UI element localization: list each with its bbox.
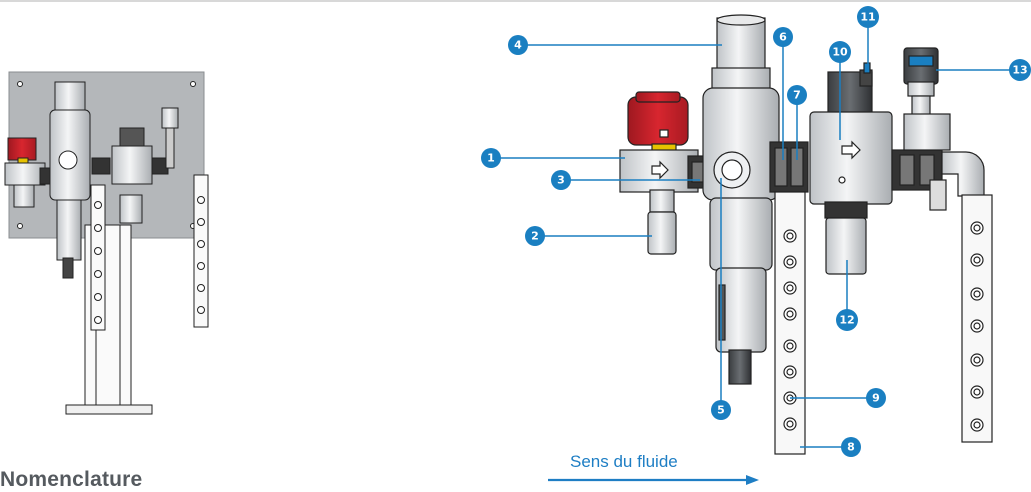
distributor-bar-main	[774, 191, 806, 455]
svg-text:10: 10	[832, 46, 848, 59]
silencer-body	[647, 211, 677, 255]
svg-text:2: 2	[531, 230, 539, 243]
callout-2: 2	[525, 226, 545, 246]
svg-text:6: 6	[779, 31, 787, 44]
mounting-panel	[8, 71, 205, 239]
distributor-bar	[90, 184, 106, 331]
support-base	[65, 404, 153, 415]
filter-cap	[716, 17, 766, 73]
top-rule	[0, 0, 1031, 2]
red-valve-cap	[627, 96, 689, 146]
svg-text:12: 12	[839, 314, 854, 327]
flow-direction-label: Sens du fluide	[570, 452, 678, 471]
solenoid-valve-body	[809, 111, 893, 205]
svg-text:3: 3	[557, 174, 565, 187]
svg-text:7: 7	[793, 89, 801, 102]
callout-13: 13	[1009, 59, 1031, 81]
callout-11: 11	[857, 6, 879, 28]
silencer-right	[825, 217, 867, 275]
callout-8: 8	[841, 437, 861, 457]
callout-1: 1	[481, 148, 501, 168]
nomenclature-heading: Nomenclature	[0, 468, 143, 491]
callout-9: 9	[866, 388, 886, 408]
callout-3: 3	[551, 170, 571, 190]
callout-10: 10	[829, 41, 851, 63]
callout-7: 7	[787, 85, 807, 105]
svg-text:5: 5	[717, 404, 725, 417]
main-assembly	[619, 14, 993, 455]
svg-text:8: 8	[847, 441, 855, 454]
callout-4: 4	[508, 35, 528, 55]
svg-text:13: 13	[1012, 64, 1027, 77]
flow-direction-arrow	[548, 475, 759, 485]
callout-5: 5	[711, 400, 731, 420]
filter-bowl	[709, 197, 773, 271]
svg-text:9: 9	[872, 392, 880, 405]
svg-text:4: 4	[514, 39, 522, 52]
distributor-bar-right	[961, 194, 993, 443]
callouts: 1 2 3 4 5 6 7 8 9 10 11 12 13	[481, 6, 1031, 457]
panel-assembly	[4, 71, 209, 415]
callout-12: 12	[836, 309, 858, 331]
callout-6: 6	[773, 27, 793, 47]
svg-text:11: 11	[860, 11, 875, 24]
leader-lines	[497, 17, 1018, 448]
svg-text:1: 1	[487, 152, 495, 165]
